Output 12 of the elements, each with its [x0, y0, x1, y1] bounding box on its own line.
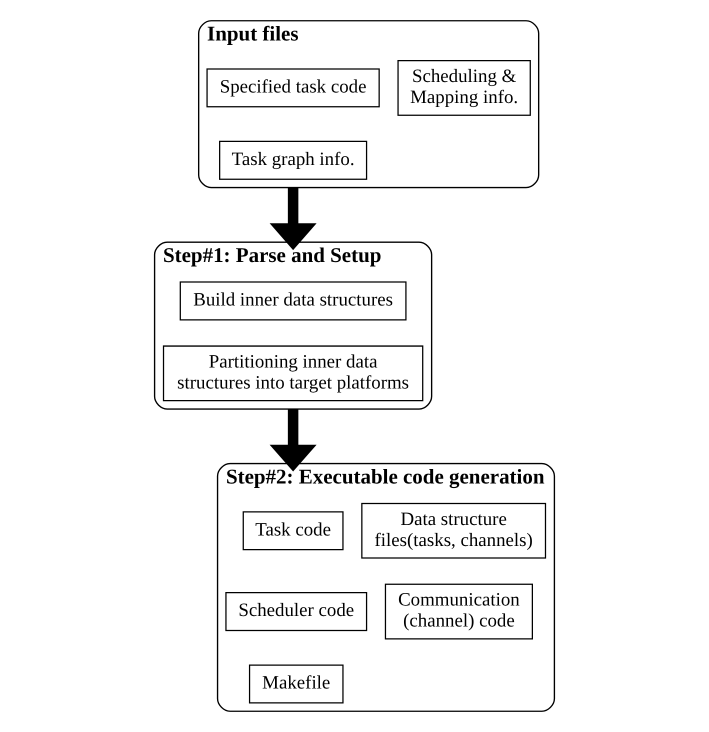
node-box: Task graph info. — [219, 140, 368, 180]
node-box: Makefile — [248, 664, 344, 704]
arrow — [270, 409, 317, 472]
node-box: Scheduling & Mapping info. — [397, 60, 531, 116]
arrow — [270, 188, 317, 250]
node-box: Specified task code — [206, 68, 380, 108]
node-box: Build inner data structures — [180, 281, 407, 320]
node-box: Task code — [242, 511, 344, 550]
node-box: Data structure files(tasks, channels) — [361, 502, 546, 559]
node-box: Communication (channel) code — [384, 584, 533, 640]
node-box: Partitioning inner data structures into target platforms — [162, 345, 424, 402]
node-box: Scheduler code — [225, 592, 368, 632]
